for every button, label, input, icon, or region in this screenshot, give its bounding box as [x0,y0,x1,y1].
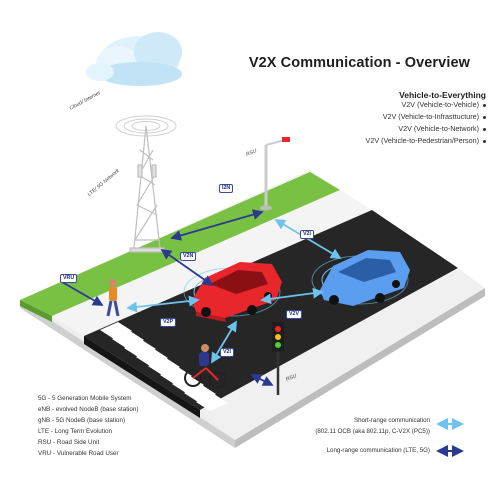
cell-tower-icon [115,115,177,253]
traffic-light-icon [272,322,284,395]
v2x-item-label: V2V (Vehicle-to-Network) [398,124,479,133]
cloud-icon [86,32,182,86]
bullet-icon [483,139,486,143]
glossary-item: VRU - Vulnerable Road User [38,450,119,457]
glossary-item: RSU - Road Side Unit [38,439,100,446]
bullet-icon [483,115,486,119]
long-range-links [61,209,274,386]
pedestrian-icon [106,279,120,317]
tag-vru: VRU [60,274,78,283]
crosswalk [100,322,228,411]
legend-short-range-title: Short-range communication [353,417,430,424]
page-title: V2X Communication - Overview [248,55,470,71]
v2x-heading: Vehicle-to-Everything [399,90,486,100]
v2x-item: V2V (Vehicle-to-Vehicle) [401,100,486,109]
bullet-icon [483,103,486,107]
tag-v2p: V2P [160,318,177,327]
short-range-links [126,219,342,364]
tag-i2n: I2N [219,184,234,193]
tag-v2i-bottom: V2I [220,348,234,357]
tag-v2i-top: V2I [300,230,314,239]
tag-v2v: V2V [286,310,303,319]
legend-long-range-title: Long-range communication (LTE, 5G) [326,447,430,454]
v2x-item: V2V (Vehicle-to-Pedestrian/Person) [366,136,486,145]
sidewalk-front [200,268,485,440]
v2x-item-label: V2V (Vehicle-to-Pedestrian/Person) [365,136,479,145]
bullet-icon [483,127,486,131]
cyclist-icon [184,344,227,389]
v2x-item: V2V (Vehicle-to-Infrasttucture) [383,112,486,121]
v2x-item-label: V2V (Vehicle-to-Infrasttucture) [382,112,479,121]
glossary-item: gNB - 5G NodeB (base station) [38,417,126,424]
glossary-item: LTE - Long Term Evolution [38,428,112,435]
v2x-item-label: V2V (Vehicle-to-Vehicle) [401,100,479,109]
v2x-item: V2V (Vehicle-to-Network) [398,124,486,133]
glossary-item: 5G - 5 Generation Mobile System [38,395,132,402]
tag-v2n: V2N [180,252,197,261]
rsu-pole-top [260,137,290,211]
blue-car-icon [320,250,410,306]
glossary-item: eNB - evolved NodeB (base station) [38,406,139,413]
legend-short-range-detail: (802.11 OCB (aka 802.11p, C-V2X (PC5)) [315,428,430,435]
